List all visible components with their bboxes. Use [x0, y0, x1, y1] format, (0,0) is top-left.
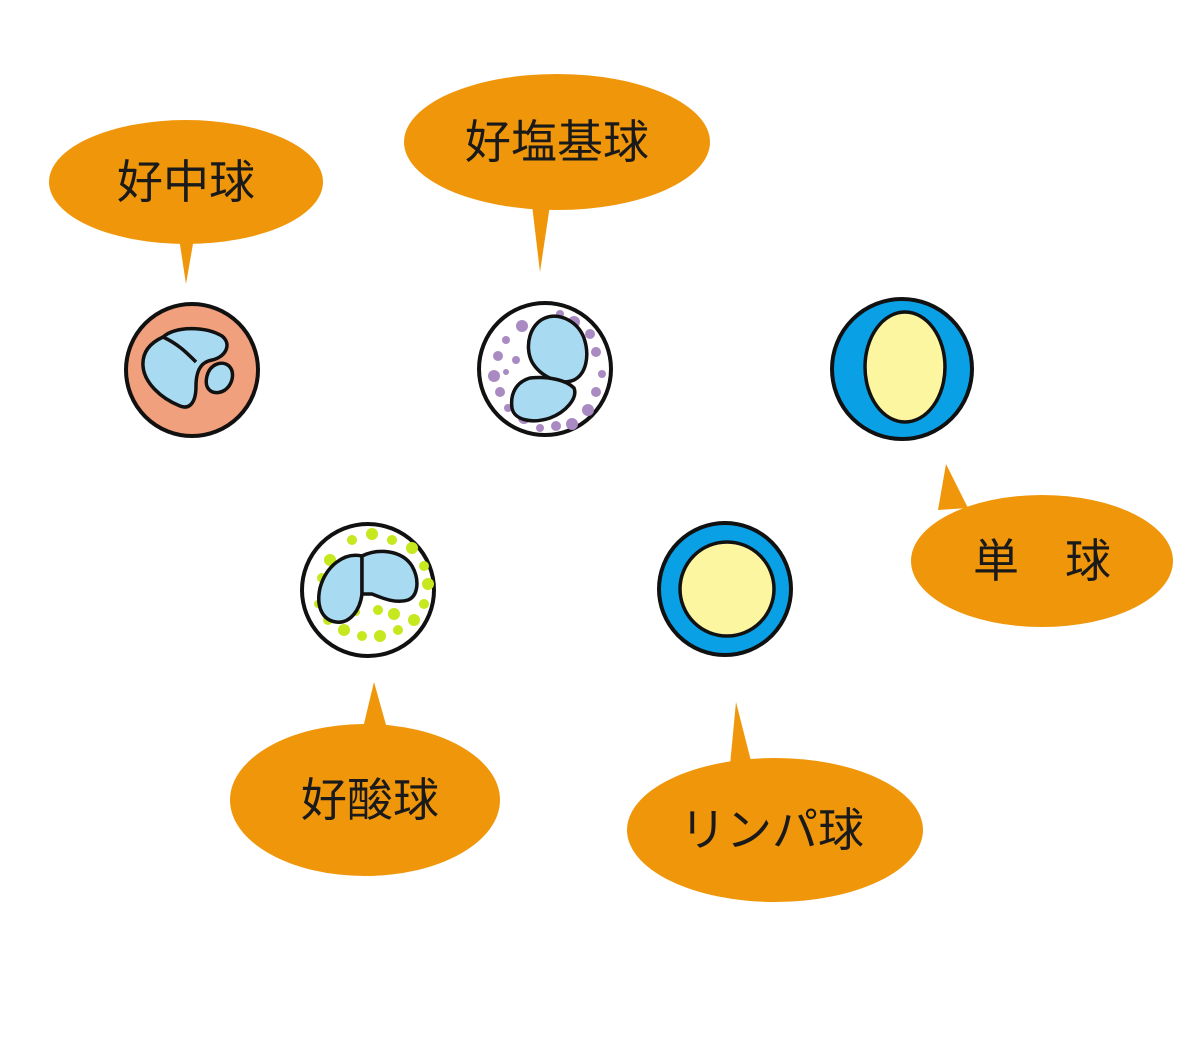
- neutrophil-cell-icon: [124, 302, 260, 438]
- granule: [419, 599, 429, 609]
- granule: [406, 542, 418, 554]
- eosinophil-cell-icon: [300, 522, 436, 658]
- eosinophil-callout-tail: [362, 682, 388, 732]
- lymphocyte-label: リンパ球: [680, 803, 864, 857]
- basophil-callout-tail: [532, 205, 550, 272]
- lymphocyte-callout-bubble: [627, 758, 923, 902]
- granule: [419, 561, 429, 571]
- eosinophil-callout: 好酸球: [230, 682, 500, 876]
- neutrophil-callout-tail: [179, 238, 194, 284]
- granule: [566, 418, 578, 430]
- lymphocyte-callout: リンパ球: [627, 702, 923, 902]
- eosinophil-nucleus-lobe: [360, 549, 419, 604]
- granule: [591, 387, 601, 397]
- granule: [488, 370, 500, 382]
- granule: [387, 535, 397, 545]
- granule: [373, 605, 383, 615]
- granule: [504, 404, 512, 412]
- lymphocyte-nucleus: [678, 540, 776, 638]
- neutrophil-callout-bubble: [49, 120, 323, 244]
- monocyte-label: 単 球: [973, 534, 1111, 588]
- granule: [502, 336, 510, 344]
- granule: [366, 528, 378, 540]
- granule: [598, 370, 606, 378]
- granule: [388, 608, 400, 620]
- neutrophil-nucleus-lobe: [204, 361, 235, 395]
- eosinophil-nucleus-lobe: [317, 553, 364, 624]
- granule: [582, 404, 594, 416]
- neutrophil-nucleus-division: [162, 335, 198, 364]
- granule: [493, 351, 503, 361]
- basophil-cell-icon: [477, 301, 613, 437]
- granule: [512, 356, 520, 364]
- granule: [516, 320, 528, 332]
- basophil-callout-bubble: [404, 74, 710, 210]
- granule: [591, 347, 601, 357]
- granule: [338, 624, 350, 636]
- eosinophil-callout-bubble: [230, 724, 500, 876]
- granule: [347, 535, 357, 545]
- monocyte-cell-icon: [830, 297, 974, 441]
- monocyte-nucleus: [863, 310, 947, 424]
- granule: [422, 578, 434, 590]
- basophil-callout: 好塩基球: [404, 74, 710, 272]
- basophil-nucleus-lobe: [526, 314, 589, 384]
- monocyte-callout: 単 球: [911, 464, 1173, 627]
- neutrophil-label: 好中球: [117, 155, 255, 209]
- basophil-label: 好塩基球: [465, 115, 649, 169]
- granule: [503, 369, 509, 375]
- eosinophil-label: 好酸球: [301, 773, 439, 827]
- granule: [495, 387, 505, 397]
- granule: [357, 631, 367, 641]
- neutrophil-nucleus-lobe: [141, 326, 229, 409]
- granule: [585, 329, 595, 339]
- monocyte-callout-bubble: [911, 495, 1173, 627]
- granule: [374, 630, 386, 642]
- granule: [551, 421, 561, 431]
- neutrophil-callout: 好中球: [49, 120, 323, 284]
- granule: [408, 614, 420, 626]
- lymphocyte-callout-tail: [730, 702, 752, 765]
- lymphocyte-cell-icon: [657, 521, 793, 657]
- basophil-nucleus-lobe: [509, 375, 577, 423]
- granule: [536, 424, 544, 432]
- monocyte-callout-tail: [938, 464, 968, 510]
- granule: [393, 625, 403, 635]
